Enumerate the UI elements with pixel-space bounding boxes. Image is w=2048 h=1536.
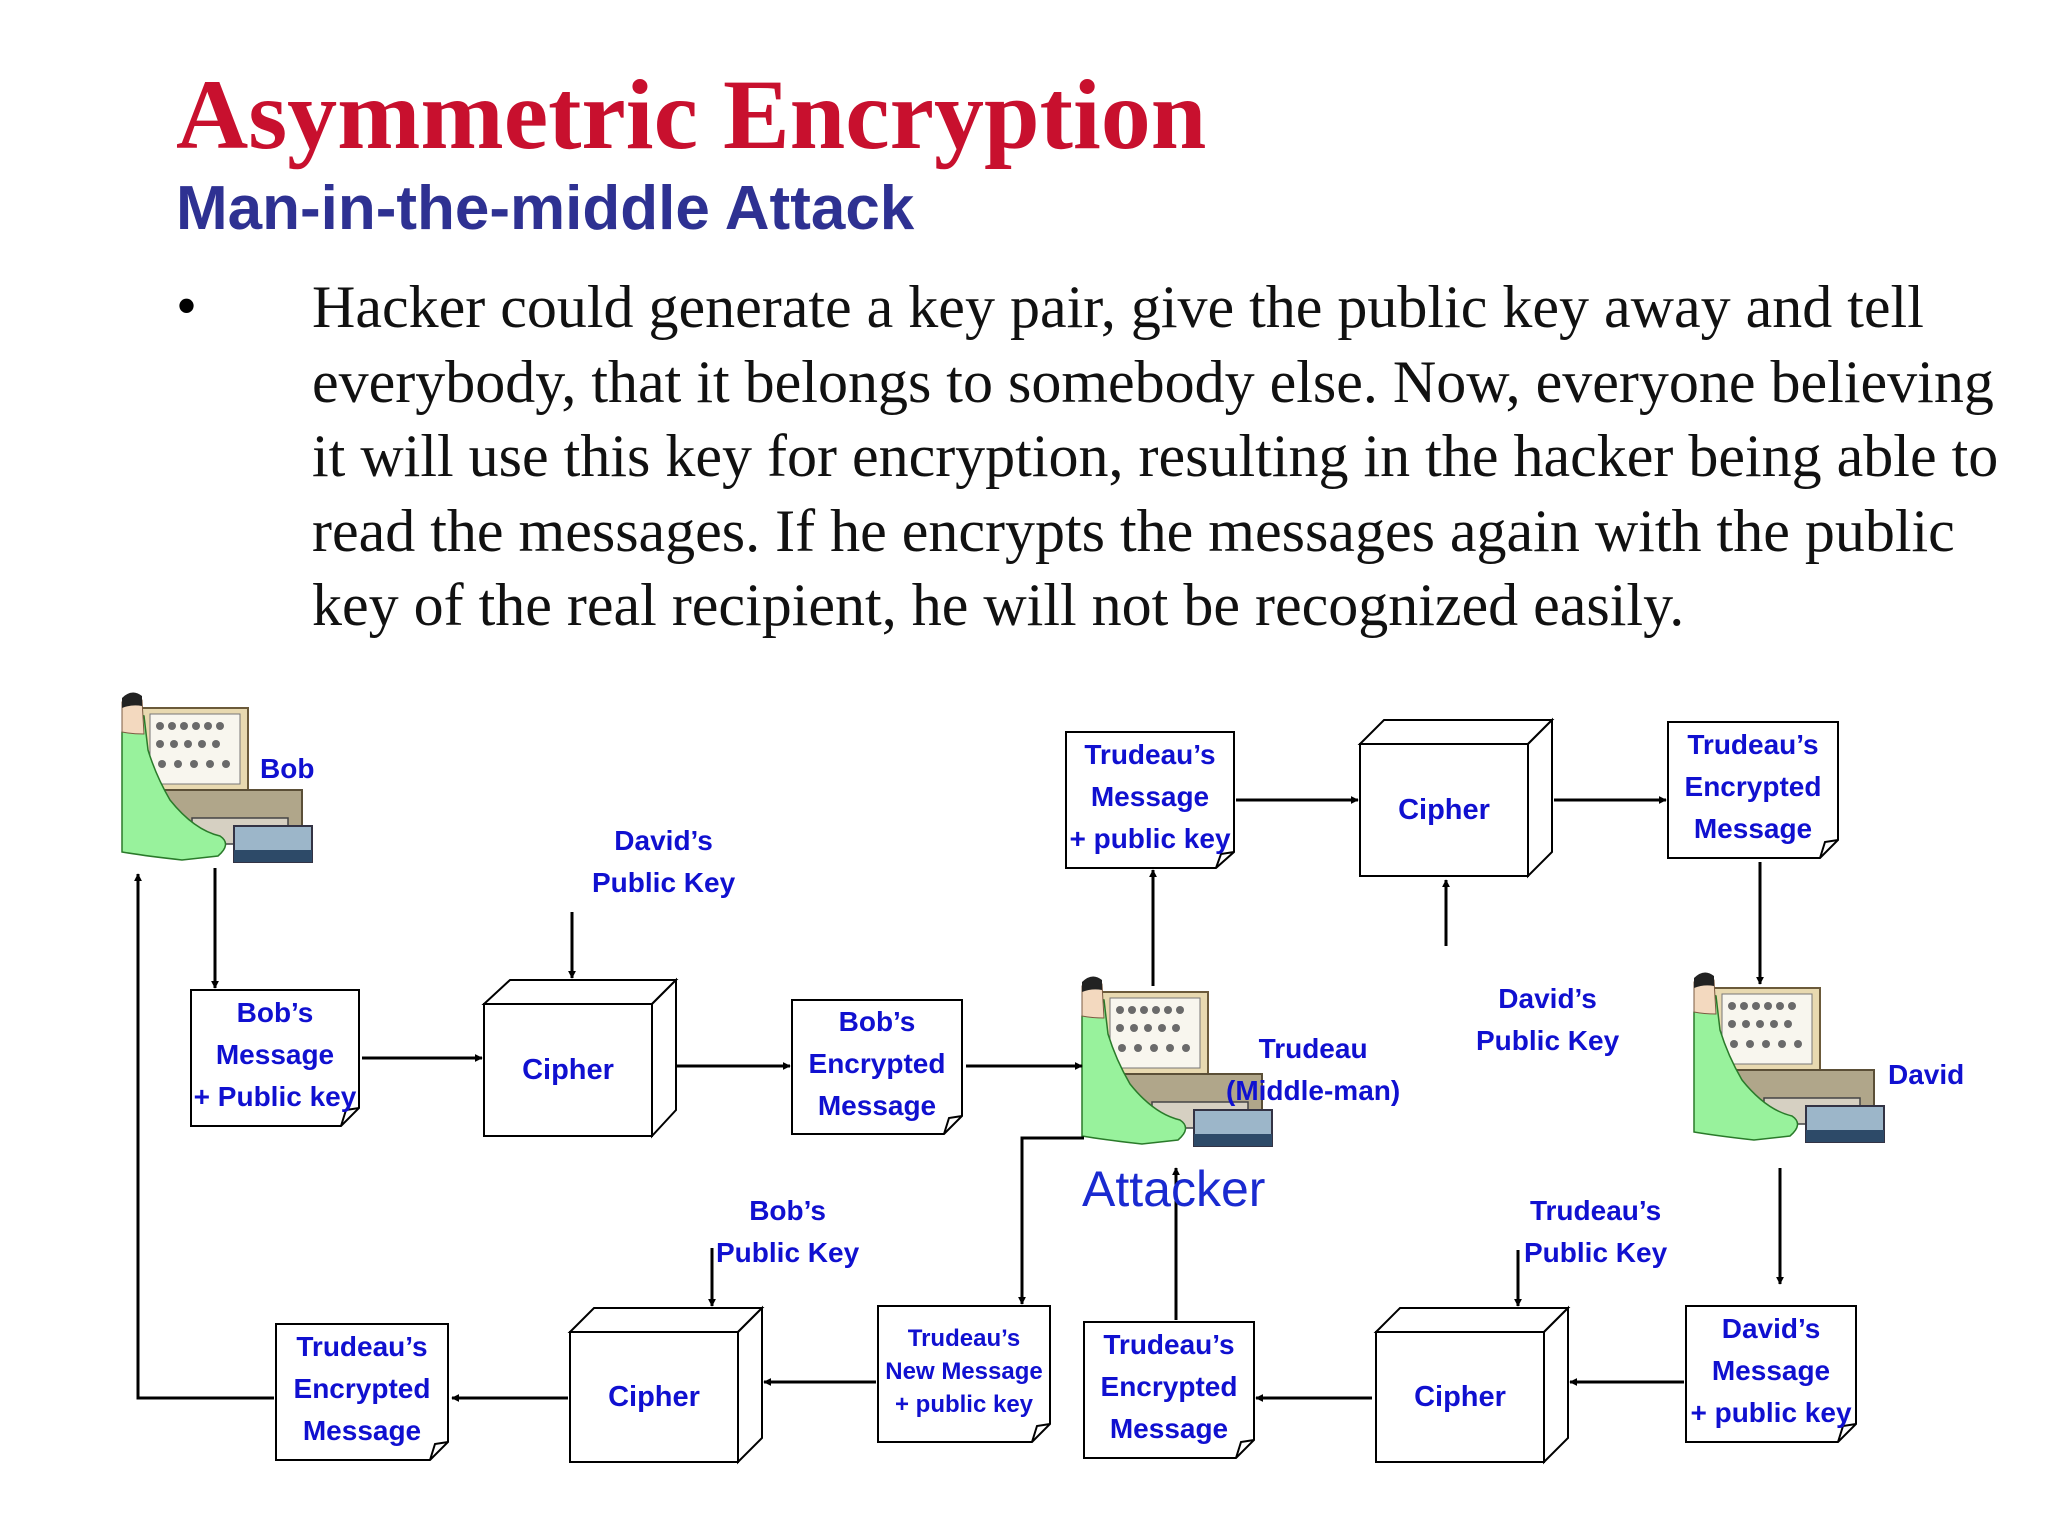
bobs-public-key-label: Bob’s Public Key [716,1190,859,1274]
key-line: Bob’s [749,1195,826,1226]
doc-bobs-encrypted-icon [791,999,963,1135]
box-line: + public key [1690,1397,1852,1428]
box-line: Message [817,1090,937,1121]
trudeau-public-key-label: Trudeau’s Public Key [1524,1190,1667,1274]
doc-trudeau-new-message-icon [877,1305,1051,1443]
cipher-cube-2-icon [1357,717,1555,879]
box-line: + Public key [193,1081,357,1112]
trudeau-label-line1: Trudeau [1258,1033,1368,1064]
box-line: Trudeau’s [296,1331,428,1362]
box-line: Trudeau’s [1084,739,1216,770]
bullet-text: Hacker could generate a key pair, give t… [312,274,1999,638]
trudeau-encrypted-top-box: Trudeau’s Encrypted Message [1668,722,1838,858]
box-line: Bob’s [236,997,314,1028]
key-line: Public Key [592,867,736,898]
cipher-label-2: Cipher [1398,793,1490,826]
david-avatar-icon [1693,971,1885,1143]
cipher-cube-1-icon [481,977,679,1139]
cipher-label-1: Cipher [522,1053,614,1086]
box-line: New Message [885,1357,1043,1385]
cipher-cube-3-icon [1373,1305,1571,1465]
doc-trudeau-encrypted-bottom-icon [1083,1321,1255,1459]
box-line: Message [215,1039,335,1070]
key-line: Trudeau’s [1529,1195,1662,1226]
box-line: Message [1090,781,1210,812]
key-line: David’s [614,825,713,856]
doc-trudeau-encrypted-top-icon [1667,721,1839,859]
bobs-message-box: Bob’s Message + Public key [191,990,359,1126]
box-line: Message [1693,813,1813,844]
box-line: Message [302,1415,422,1446]
trudeau-label: Trudeau (Middle-man) [1226,1028,1400,1112]
key-line: Public Key [1524,1237,1668,1268]
doc-davids-message-icon [1685,1305,1857,1443]
bullet-marker: • [176,273,198,339]
key-line: Public Key [1476,1025,1620,1056]
trudeau-encrypted-left-box: Trudeau’s Encrypted Message [276,1324,448,1460]
trudeau-new-message-box: Trudeau’s New Message + public key [878,1306,1050,1442]
bob-label: Bob [260,753,315,784]
box-line: Encrypted [293,1373,431,1404]
cipher-label-4: Cipher [608,1380,700,1413]
attacker-label: Attacker [1082,1161,1266,1217]
doc-bobs-message-icon [190,989,360,1127]
cipher-cube-4-icon [567,1305,765,1465]
box-line: Encrypted [808,1048,946,1079]
trudeau-encrypted-bottom-box: Trudeau’s Encrypted Message [1084,1322,1254,1458]
slide-title: Asymmetric Encryption [176,59,1207,170]
cipher-label-3: Cipher [1414,1380,1506,1413]
trudeau-message-box: Trudeau’s Message + public key [1066,732,1234,868]
davids-public-key-label-1: David’s Public Key [592,820,735,904]
davids-message-box: David’s Message + public key [1686,1306,1856,1442]
key-line: David’s [1498,983,1597,1014]
box-line: Bob’s [838,1006,916,1037]
box-line: + public key [894,1390,1034,1418]
box-line: Encrypted [1684,771,1822,802]
box-line: Trudeau’s [1687,729,1819,760]
box-line: Message [1711,1355,1831,1386]
davids-public-key-label-2: David’s Public Key [1476,978,1619,1062]
box-line: + public key [1069,823,1231,854]
box-line: David’s [1721,1313,1821,1344]
doc-trudeau-encrypted-left-icon [275,1323,449,1461]
doc-trudeau-message-icon [1065,731,1235,869]
trudeau-label-line2: (Middle-man) [1226,1075,1401,1106]
box-line: Message [1109,1413,1229,1444]
key-line: Public Key [716,1237,860,1268]
david-label: David [1888,1059,1965,1090]
slide-subtitle: Man-in-the-middle Attack [176,174,915,243]
box-line: Trudeau’s [907,1324,1021,1352]
box-line: Trudeau’s [1103,1329,1235,1360]
bobs-encrypted-message-box: Bob’s Encrypted Message [792,1000,962,1134]
box-line: Encrypted [1100,1371,1238,1402]
